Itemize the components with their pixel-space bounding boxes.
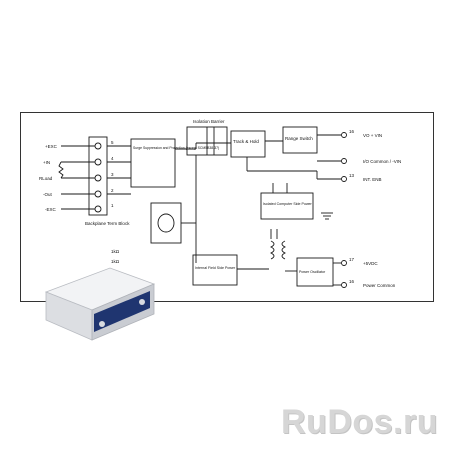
pin-number-1: 1 [111, 203, 114, 208]
surge-label: Surge Suppression and Protection (except… [133, 146, 219, 150]
right-terminal-num-3: 13 [349, 173, 355, 178]
terminal-4 [94, 158, 102, 166]
terminal-5 [94, 142, 102, 150]
out-minus-label: -Out [43, 192, 53, 197]
track-hold-label: Track & Hold [233, 139, 259, 144]
internal-field-power [192, 254, 238, 286]
pin-number-4: 4 [111, 156, 114, 161]
bottom-pin-1: 1kΩ [111, 249, 120, 254]
terminal-2 [94, 190, 102, 198]
isolated-computer-label: Isolated Computer Side Power [263, 202, 313, 206]
track-hold-block [230, 130, 266, 158]
watermark: RuDos.ru [281, 403, 438, 441]
range-switch-block [282, 126, 318, 154]
terminal-block [88, 136, 108, 216]
surge-block [130, 138, 176, 188]
right-terminal-label-4: +5VDC [363, 261, 378, 266]
exc-top-label: +EXC [45, 144, 58, 149]
right-terminal-label-2: I/O Common / -VIN [363, 159, 401, 164]
device-screw-icon [139, 299, 145, 305]
pin-number-3: 3 [111, 172, 114, 177]
device-panel [94, 291, 150, 332]
right-terminal-label-5: Power Common [363, 283, 396, 288]
pin-number-2: 2 [111, 188, 114, 193]
isolated-computer-power [260, 192, 314, 220]
power-oscillator-label: Power Oscillator [299, 270, 326, 274]
bottom-pin-2: 1kΩ [111, 259, 120, 264]
internal-field-label: Internal Field Side Power [195, 266, 236, 270]
pin-number-5: 5 [111, 140, 114, 145]
r-load-label: RLoad [39, 176, 53, 181]
module-device-photo [38, 258, 158, 348]
terminal-3 [94, 174, 102, 182]
exc-bottom-label: -EXC [45, 207, 57, 212]
terminal-1 [94, 205, 102, 213]
right-terminal-num-4: 17 [349, 257, 355, 262]
range-switch-label: Range Switch [285, 136, 313, 141]
opto-block [150, 202, 182, 244]
right-terminal-num-1: 16 [349, 129, 355, 134]
backplane-label: Backplane Term Block [85, 221, 130, 226]
right-terminal-num-5: 16 [349, 279, 355, 284]
device-screw-icon [99, 321, 105, 327]
diagram-svg: Isolation Barrier +EXC +IN RLoad -Out -E… [39, 119, 401, 288]
power-oscillator [296, 257, 334, 287]
right-terminal-label-3: INT. ENB [363, 177, 382, 182]
right-terminal-label-1: VO + VIN [363, 133, 382, 138]
in-plus-label: +IN [43, 160, 50, 165]
isolation-barrier-label: Isolation Barrier [193, 119, 225, 124]
block-diagram: Isolation Barrier +EXC +IN RLoad -Out -E… [20, 112, 434, 302]
